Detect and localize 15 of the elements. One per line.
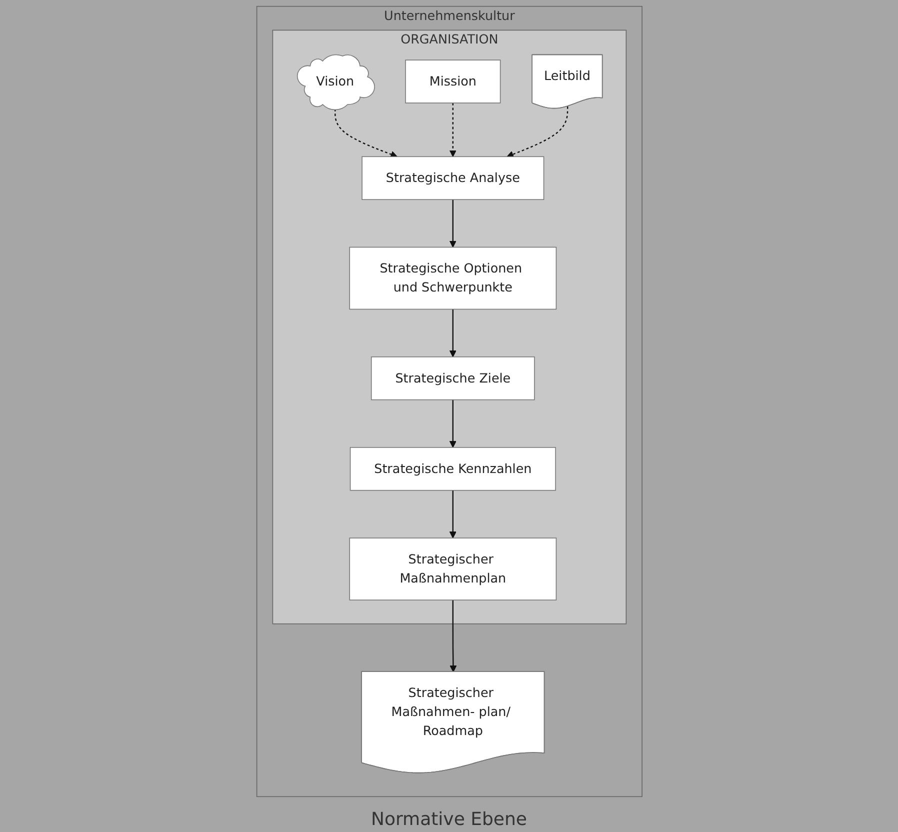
arrow xyxy=(448,102,456,157)
arrow xyxy=(448,400,456,448)
arrow xyxy=(449,600,456,672)
node-box: Strategische Analyse xyxy=(361,156,544,200)
arrow xyxy=(448,200,456,248)
arrow xyxy=(448,490,456,538)
node-box: Strategische Kennzahlen xyxy=(349,447,556,491)
arrow xyxy=(334,108,397,158)
arrow xyxy=(506,106,568,158)
node-box: Mission xyxy=(404,60,500,104)
node-box: Strategischer Maßnahmenplan xyxy=(348,538,556,600)
node-box: Strategische Ziele xyxy=(370,356,534,400)
arrow xyxy=(448,309,456,358)
section-heading: Normative Ebene xyxy=(371,809,527,830)
node-box: Strategische Optionen und Schwerpunkte xyxy=(348,246,556,310)
